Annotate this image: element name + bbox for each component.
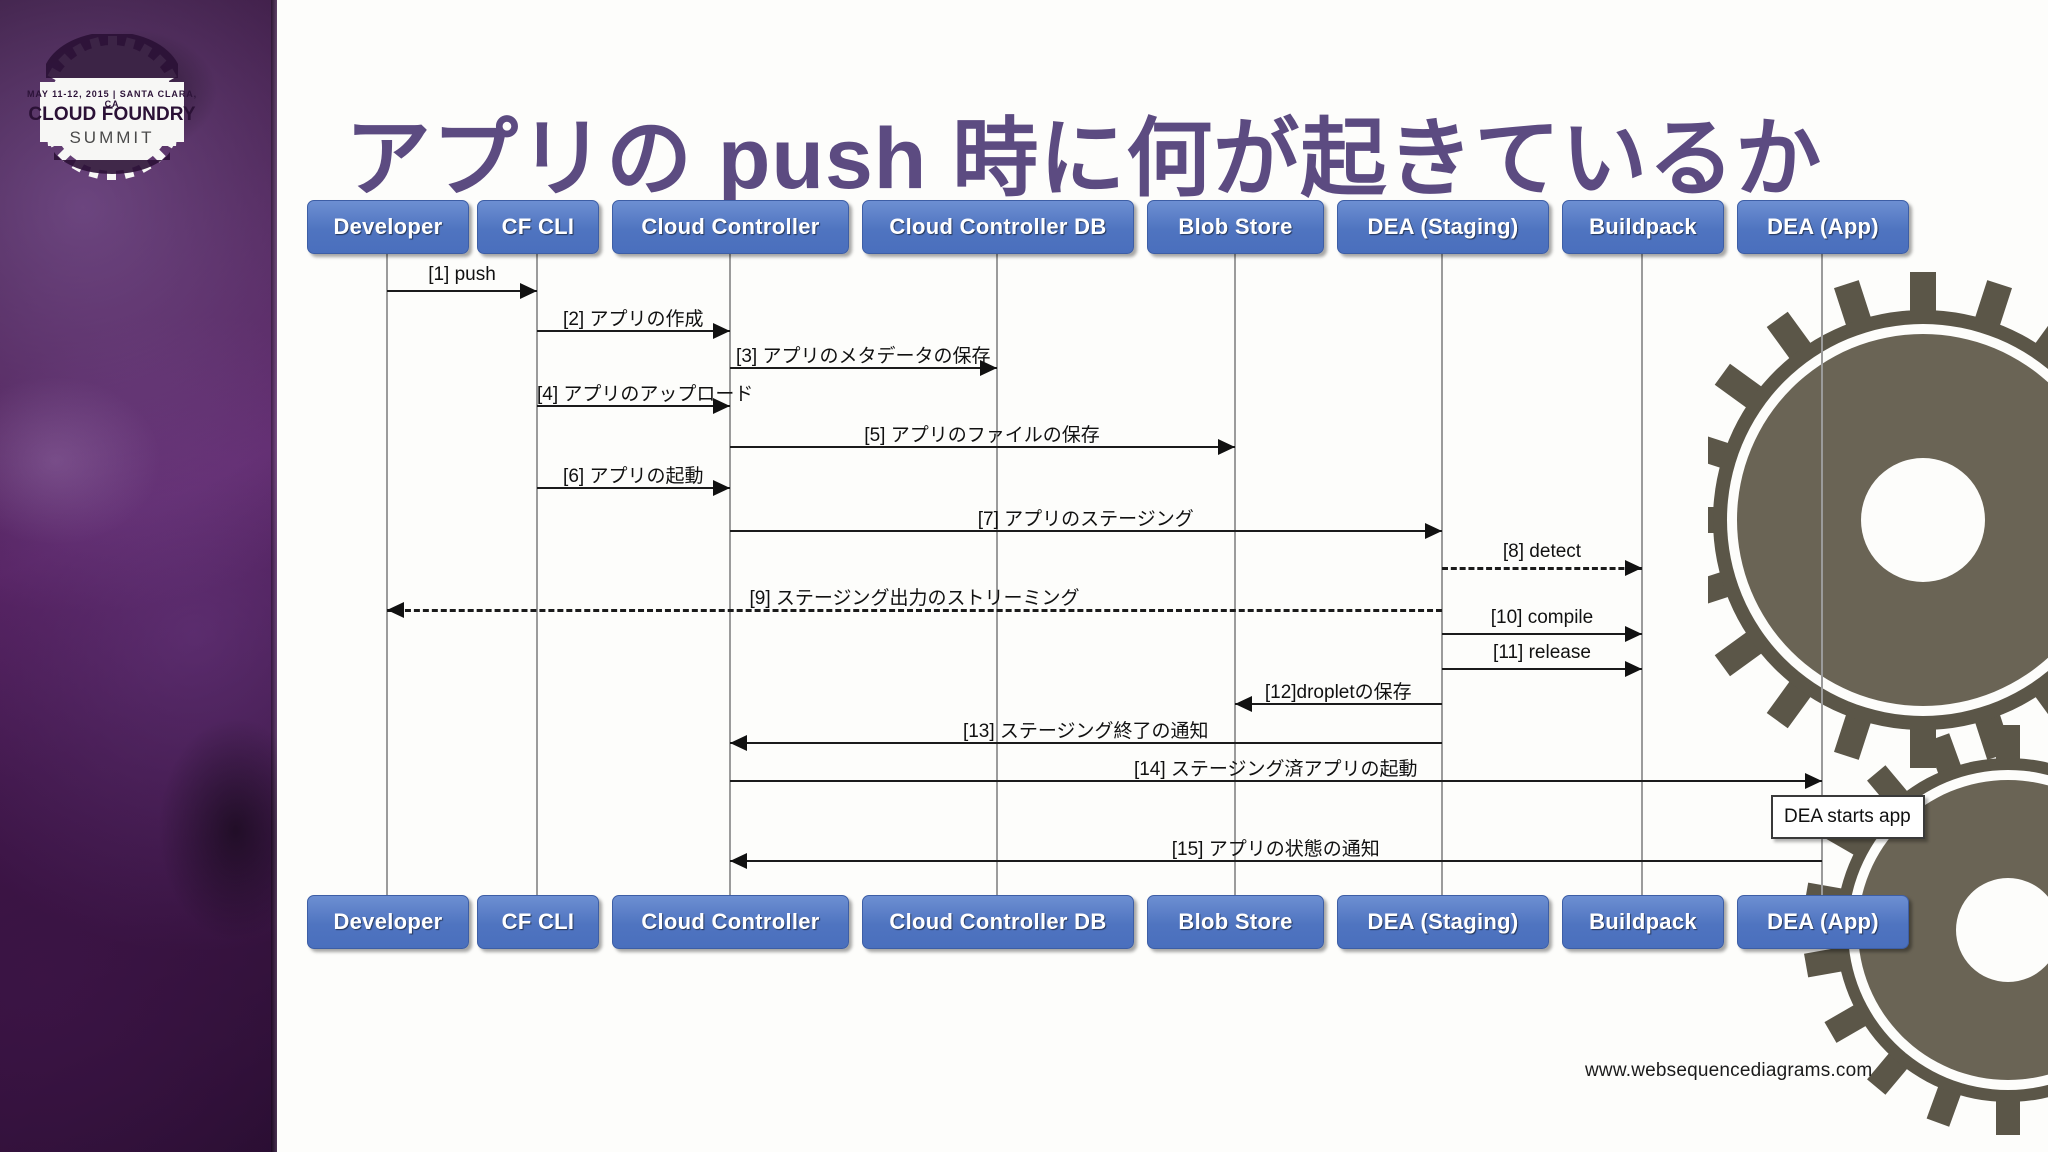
badge-gear-icon xyxy=(40,34,184,180)
message-label-11: [11] release xyxy=(1493,642,1591,663)
message-line-3 xyxy=(729,367,997,369)
badge-subtitle: SUMMIT xyxy=(69,128,155,147)
message-label-2: [2] アプリの作成 xyxy=(563,309,704,330)
message-line-10 xyxy=(1442,633,1642,635)
diagram-credit: www.websequencediagrams.com xyxy=(1585,1060,1873,1081)
badge-name: CLOUD FOUNDRY xyxy=(28,104,196,125)
badge-date-line: MAY 11-12, 2015 | SANTA CLARA, CA xyxy=(26,89,198,109)
message-arrowhead-15 xyxy=(729,853,747,869)
message-label-5: [5] アプリのファイルの保存 xyxy=(864,425,1100,446)
message-line-8 xyxy=(1442,567,1642,570)
message-line-14 xyxy=(729,780,1822,782)
lifeline-dea-app xyxy=(1821,252,1823,895)
message-line-5 xyxy=(729,446,1235,448)
participant-bottom-cloud-controller-db: Cloud Controller DB xyxy=(862,895,1134,949)
message-line-15 xyxy=(729,860,1822,862)
message-arrowhead-14 xyxy=(1805,773,1822,789)
message-label-12: [12]dropletの保存 xyxy=(1264,682,1412,703)
cloud-foundry-summit-badge: MAY 11-12, 2015 | SANTA CLARA, CA CLOUD … xyxy=(24,34,200,182)
lifeline-dea-staging xyxy=(1441,252,1443,895)
message-label-14: [14] ステージング済アプリの起動 xyxy=(1133,759,1418,780)
message-label-9: [9] ステージング出力のストリーミング xyxy=(749,588,1080,609)
message-label-1: [1] push xyxy=(428,264,496,285)
participant-top-dea-staging: DEA (Staging) xyxy=(1337,200,1549,254)
message-arrowhead-4 xyxy=(712,398,730,414)
message-label-15: [15] アプリの状態の通知 xyxy=(1171,839,1380,860)
participant-bottom-cf-cli: CF CLI xyxy=(477,895,599,949)
message-arrowhead-9 xyxy=(387,602,404,618)
participant-bottom-dea-staging: DEA (Staging) xyxy=(1337,895,1549,949)
participant-top-cloud-controller-db: Cloud Controller DB xyxy=(862,200,1134,254)
lifeline-buildpack xyxy=(1641,252,1643,895)
message-label-8: [8] detect xyxy=(1502,541,1582,562)
message-label-7: [7] アプリのステージング xyxy=(977,509,1194,530)
page-title: アプリの push 時に何が起きているか xyxy=(345,110,1823,207)
message-arrowhead-5 xyxy=(1217,439,1235,455)
message-line-6 xyxy=(537,487,730,489)
message-line-4 xyxy=(537,405,730,407)
participant-top-developer: Developer xyxy=(307,200,469,254)
participant-top-dea-app: DEA (App) xyxy=(1737,200,1909,254)
message-label-13: [13] ステージング終了の通知 xyxy=(962,721,1209,742)
message-line-2 xyxy=(537,330,730,332)
diagram-note-0: DEA starts app xyxy=(1771,795,1925,839)
message-arrowhead-12 xyxy=(1234,696,1252,712)
message-line-7 xyxy=(729,530,1442,532)
participant-bottom-developer: Developer xyxy=(307,895,469,949)
message-arrowhead-3 xyxy=(980,360,997,376)
message-line-9 xyxy=(387,609,1442,612)
lifeline-cloud-controller-db xyxy=(996,252,998,895)
lifeline-developer xyxy=(386,252,388,895)
message-arrowhead-11 xyxy=(1625,661,1642,677)
participant-bottom-dea-app: DEA (App) xyxy=(1737,895,1909,949)
message-arrowhead-8 xyxy=(1625,560,1642,576)
message-arrowhead-10 xyxy=(1625,626,1642,642)
participant-bottom-blob-store: Blob Store xyxy=(1147,895,1324,949)
message-label-6: [6] アプリの起動 xyxy=(563,466,704,487)
message-line-1 xyxy=(387,290,537,292)
participant-top-cloud-controller: Cloud Controller xyxy=(612,200,849,254)
message-line-11 xyxy=(1442,668,1642,670)
participant-bottom-cloud-controller: Cloud Controller xyxy=(612,895,849,949)
participant-top-blob-store: Blob Store xyxy=(1147,200,1324,254)
participant-bottom-buildpack: Buildpack xyxy=(1562,895,1724,949)
lifeline-blob-store xyxy=(1233,252,1236,895)
message-line-13 xyxy=(729,742,1442,744)
left-decorative-band xyxy=(0,0,277,1152)
lifeline-cloud-controller xyxy=(728,252,731,895)
participant-top-buildpack: Buildpack xyxy=(1562,200,1724,254)
message-line-12 xyxy=(1234,703,1442,705)
message-arrowhead-6 xyxy=(712,480,730,496)
message-arrowhead-1 xyxy=(520,283,537,299)
message-label-10: [10] compile xyxy=(1490,607,1594,628)
message-label-4: [4] アプリのアップロード xyxy=(537,384,754,405)
message-arrowhead-13 xyxy=(729,735,747,751)
message-arrowhead-2 xyxy=(712,323,730,339)
message-label-3: [3] アプリのメタデータの保存 xyxy=(736,346,991,367)
participant-top-cf-cli: CF CLI xyxy=(477,200,599,254)
message-arrowhead-7 xyxy=(1425,523,1442,539)
lifeline-cf-cli xyxy=(536,252,538,895)
